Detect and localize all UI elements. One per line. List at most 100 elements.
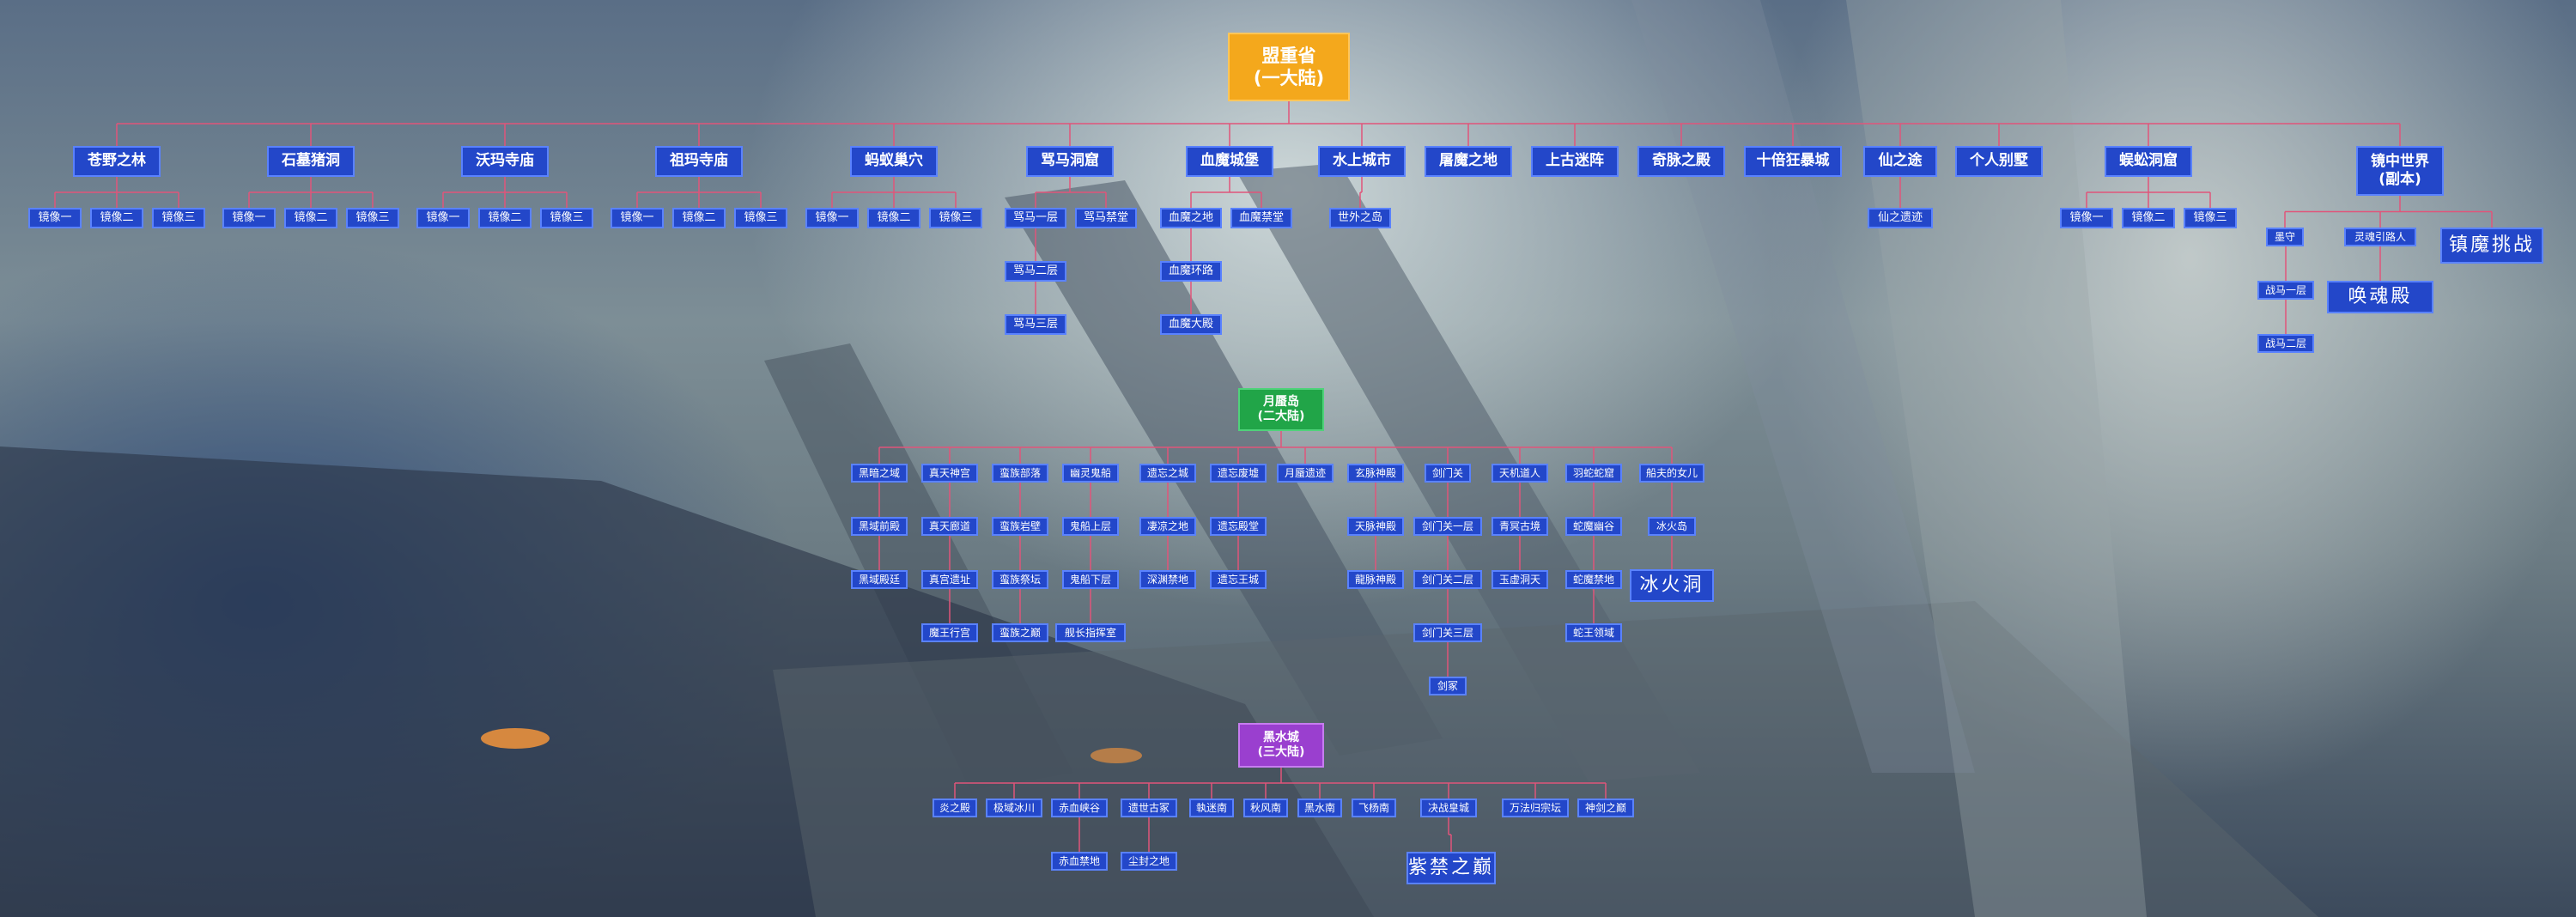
qingming-realm[interactable]: 青冥古境 <box>1492 517 1548 536</box>
yuxu-cave[interactable]: 玉虚洞天 <box>1492 570 1548 589</box>
region-mayi[interactable]: 蚂蚁巢穴 <box>850 146 938 177</box>
region-yiwang-ruins[interactable]: 遗忘废墟 <box>1210 464 1267 483</box>
longmai-temple[interactable]: 龍脉神殿 <box>1347 570 1404 589</box>
ice-fire-cave[interactable]: 冰火洞 <box>1630 569 1714 602</box>
continent-2-root[interactable]: 月蜃岛 (二大陆) <box>1238 388 1324 431</box>
region-zuma[interactable]: 祖玛寺庙 <box>655 146 743 177</box>
mama-floor-2[interactable]: 骂马二层 <box>1005 261 1066 282</box>
qiliang-land[interactable]: 凄凉之地 <box>1139 517 1196 536</box>
mirror-1[interactable]: 镜像一 <box>222 208 276 228</box>
xuemo-hall[interactable]: 血魔禁堂 <box>1230 208 1292 228</box>
region-shenjian[interactable]: 神剑之巅 <box>1577 799 1634 817</box>
region-hei-an[interactable]: 黑暗之域 <box>851 464 908 483</box>
zijin-peak[interactable]: 紫禁之巅 <box>1406 852 1496 884</box>
region-tianji[interactable]: 天机道人 <box>1492 464 1548 483</box>
region-juezhan[interactable]: 决战皇城 <box>1420 799 1477 817</box>
region-jiyu[interactable]: 极域冰川 <box>986 799 1042 817</box>
warhorse-floor-1[interactable]: 战马一层 <box>2257 281 2314 300</box>
region-shuishang[interactable]: 水上城市 <box>1318 146 1406 177</box>
jianzhong[interactable]: 剑冢 <box>1429 677 1467 695</box>
region-xuanmai[interactable]: 玄脉神殿 <box>1347 464 1404 483</box>
ice-fire-island[interactable]: 冰火岛 <box>1648 517 1696 536</box>
region-bieshu[interactable]: 个人别墅 <box>1955 146 2043 177</box>
yiwang-hall[interactable]: 遗忘殿堂 <box>1210 517 1267 536</box>
region-feiyang[interactable]: 飞杨南 <box>1352 799 1396 817</box>
region-guichuan[interactable]: 幽灵鬼船 <box>1062 464 1119 483</box>
region-yishi[interactable]: 遗世古冢 <box>1121 799 1177 817</box>
xian-ruins[interactable]: 仙之遗迹 <box>1868 208 1933 228</box>
xuemo-ring[interactable]: 血魔环路 <box>1160 261 1222 282</box>
mirror-1[interactable]: 镜像一 <box>611 208 664 228</box>
region-wanfa[interactable]: 万法归宗坛 <box>1502 799 1569 817</box>
captain-room[interactable]: 舰长指挥室 <box>1055 623 1126 642</box>
region-cangye[interactable]: 苍野之林 <box>73 146 161 177</box>
huanhun-hall[interactable]: 唤魂殿 <box>2327 281 2433 313</box>
warhorse-floor-2[interactable]: 战马二层 <box>2257 334 2314 353</box>
snake-forbidden[interactable]: 蛇魔禁地 <box>1565 570 1622 589</box>
mirror-2[interactable]: 镜像二 <box>2122 208 2175 228</box>
mirror-2[interactable]: 镜像二 <box>672 208 726 228</box>
mirror-3[interactable]: 镜像三 <box>152 208 205 228</box>
region-woma[interactable]: 沃玛寺庙 <box>461 146 549 177</box>
continent-1-root[interactable]: 盟重省 (一大陆) <box>1228 33 1350 101</box>
jianmen-floor-1[interactable]: 剑门关一层 <box>1413 517 1482 536</box>
zhenmo-challenge[interactable]: 镇魔挑战 <box>2440 228 2543 264</box>
moshou[interactable]: 墨守 <box>2266 228 2304 246</box>
region-qiufeng[interactable]: 秋风南 <box>1243 799 1288 817</box>
snake-valley[interactable]: 蛇魔幽谷 <box>1565 517 1622 536</box>
xuemo-land[interactable]: 血魔之地 <box>1160 208 1222 228</box>
tianmai-temple[interactable]: 天脉神殿 <box>1347 517 1404 536</box>
mirror-3[interactable]: 镜像三 <box>540 208 593 228</box>
ghostship-lower[interactable]: 鬼船下层 <box>1062 570 1119 589</box>
region-chuanfu[interactable]: 船夫的女儿 <box>1639 464 1704 483</box>
region-yueshen-ruins[interactable]: 月蜃遗迹 <box>1277 464 1334 483</box>
abyss-forbidden[interactable]: 深渊禁地 <box>1139 570 1196 589</box>
mama-floor-1[interactable]: 骂马一层 <box>1005 208 1066 228</box>
manzu-altar[interactable]: 蛮族祭坛 <box>992 570 1048 589</box>
chenfeng-land[interactable]: 尘封之地 <box>1121 852 1177 871</box>
mirror-3[interactable]: 镜像三 <box>346 208 399 228</box>
xuemo-palace[interactable]: 血魔大殿 <box>1160 314 1222 335</box>
manzu-peak[interactable]: 蛮族之巅 <box>992 623 1048 642</box>
zhentian-corridor[interactable]: 真天廊道 <box>921 517 978 536</box>
heiyu-front[interactable]: 黑域前殿 <box>851 517 908 536</box>
region-xianzhitu[interactable]: 仙之途 <box>1863 146 1937 177</box>
heiyu-court[interactable]: 黑域殿廷 <box>851 570 908 589</box>
region-qimai[interactable]: 奇脉之殿 <box>1637 146 1725 177</box>
mowang-palace[interactable]: 魔王行宫 <box>921 623 978 642</box>
snake-king-domain[interactable]: 蛇王领域 <box>1565 623 1622 642</box>
region-jianmen[interactable]: 剑门关 <box>1425 464 1471 483</box>
zhengong-site[interactable]: 真宫遗址 <box>921 570 978 589</box>
region-heishui[interactable]: 黑水南 <box>1297 799 1342 817</box>
jianmen-floor-2[interactable]: 剑门关二层 <box>1413 570 1482 589</box>
mirror-2[interactable]: 镜像二 <box>478 208 532 228</box>
soul-guide[interactable]: 灵魂引路人 <box>2344 228 2416 246</box>
region-yan[interactable]: 炎之殿 <box>933 799 977 817</box>
region-wugong[interactable]: 蜈蚣洞窟 <box>2105 146 2192 177</box>
chixue-forbidden[interactable]: 赤血禁地 <box>1051 852 1108 871</box>
mirror-2[interactable]: 镜像二 <box>284 208 337 228</box>
mirror-1[interactable]: 镜像一 <box>28 208 82 228</box>
region-yiwang-city[interactable]: 遗忘之城 <box>1139 464 1196 483</box>
mama-floor-3[interactable]: 骂马三层 <box>1005 314 1066 335</box>
region-yushe[interactable]: 羽蛇蛇窟 <box>1565 464 1622 483</box>
region-mama[interactable]: 骂马洞窟 <box>1026 146 1114 177</box>
region-xuemo[interactable]: 血魔城堡 <box>1186 146 1273 177</box>
mirror-2[interactable]: 镜像二 <box>90 208 143 228</box>
region-zhentian[interactable]: 真天神宫 <box>921 464 978 483</box>
region-shibei[interactable]: 十倍狂暴城 <box>1744 146 1842 177</box>
mirror-3[interactable]: 镜像三 <box>734 208 787 228</box>
region-shanggu[interactable]: 上古迷阵 <box>1531 146 1619 177</box>
region-jingzhong[interactable]: 镜中世界 (副本) <box>2356 146 2444 196</box>
mirror-1[interactable]: 镜像一 <box>805 208 859 228</box>
mirror-1[interactable]: 镜像一 <box>416 208 470 228</box>
region-manzu[interactable]: 蛮族部落 <box>992 464 1048 483</box>
region-chixue[interactable]: 赤血峡谷 <box>1051 799 1108 817</box>
yiwang-kingcity[interactable]: 遗忘王城 <box>1210 570 1267 589</box>
ghostship-upper[interactable]: 鬼船上层 <box>1062 517 1119 536</box>
manzu-cliff[interactable]: 蛮族岩壁 <box>992 517 1048 536</box>
shiwai-island[interactable]: 世外之岛 <box>1329 208 1391 228</box>
jianmen-floor-3[interactable]: 剑门关三层 <box>1413 623 1482 642</box>
mirror-3[interactable]: 镜像三 <box>929 208 982 228</box>
region-tumo[interactable]: 屠魔之地 <box>1425 146 1512 177</box>
